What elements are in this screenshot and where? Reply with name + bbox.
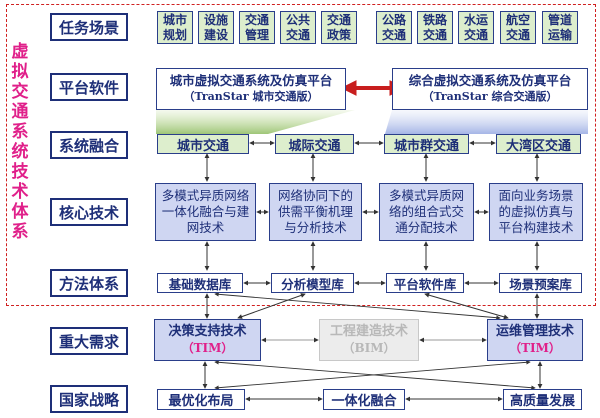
platform-urban-subtitle: （TranStar 城市交通版） [183,90,319,103]
method-base-database: 基础数据库 [157,273,243,293]
need-operation-management-abbr: （TIM） [509,341,561,355]
core-tech-1: 多模式异质网络一体化融合与建网技术 [155,183,256,241]
scenario-public-transport: 公共交通 [280,11,316,44]
platform-integrated: 综合虚拟交通系统及仿真平台 （TranStar 综合交通版） [392,68,588,110]
core-tech-4: 面向业务场景的虚拟仿真与平台构建技术 [489,183,583,241]
need-engineering-construction-abbr: （BIM） [342,341,396,355]
layer-label-core: 核心技术 [50,198,128,226]
fusion-urban: 城市交通 [157,134,249,154]
layer-label-strategy: 国家战略 [50,385,128,413]
fusion-wedge-right [385,110,588,134]
core-tech-3: 多模式异质网络的组合式交通分配技术 [379,183,474,241]
strategy-high-quality: 高质量发展 [503,389,582,410]
need-decision-support-abbr: （TIM） [181,341,234,355]
layer-label-platform: 平台软件 [50,73,128,101]
scenario-pipeline: 管道运输 [542,11,578,44]
scenario-rail: 铁路交通 [417,11,453,44]
fusion-city-cluster: 城市群交通 [384,134,469,154]
need-decision-support-title: 决策支持技术 [168,324,247,339]
scenario-traffic-policy: 交通政策 [321,11,357,44]
layer-label-scenario: 任务场景 [50,13,128,41]
platform-urban-title: 城市虚拟交通系统及仿真平台 [169,73,333,88]
scenario-facility-construction: 设施建设 [198,11,234,44]
method-model-library: 分析模型库 [271,273,354,293]
fusion-bay-area: 大湾区交通 [496,134,581,154]
need-decision-support: 决策支持技术 （TIM） [154,319,261,361]
strategy-integration: 一体化融合 [323,389,405,410]
scenario-urban-planning: 城市规划 [157,11,193,44]
method-software-library: 平台软件库 [386,273,464,293]
need-engineering-construction: 工程建造技术 （BIM） [319,319,419,361]
scenario-road: 公路交通 [376,11,412,44]
method-scenario-library: 场景预案库 [499,273,582,293]
need-operation-management-title: 运维管理技术 [495,324,574,339]
layer-label-method: 方法体系 [50,269,128,297]
layer-label-fusion: 系统融合 [50,131,128,159]
platform-integrated-subtitle: （TranStar 综合交通版） [422,90,558,103]
platform-integrated-title: 综合虚拟交通系统及仿真平台 [408,73,572,88]
platform-urban: 城市虚拟交通系统及仿真平台 （TranStar 城市交通版） [156,68,346,110]
core-tech-2: 网络协同下的供需平衡机理与分析技术 [269,183,362,241]
scenario-water: 水运交通 [458,11,494,44]
fusion-wedge-left [156,110,355,134]
fusion-intercity: 城际交通 [275,134,354,154]
side-title: 虚拟交通系统技术体系 [11,42,29,242]
scenario-aviation: 航空交通 [500,11,536,44]
need-operation-management: 运维管理技术 （TIM） [487,319,583,361]
need-engineering-construction-title: 工程建造技术 [329,324,408,339]
strategy-optimal-layout: 最优化布局 [157,389,245,410]
layer-label-needs: 重大需求 [50,327,128,355]
scenario-traffic-management: 交通管理 [239,11,275,44]
